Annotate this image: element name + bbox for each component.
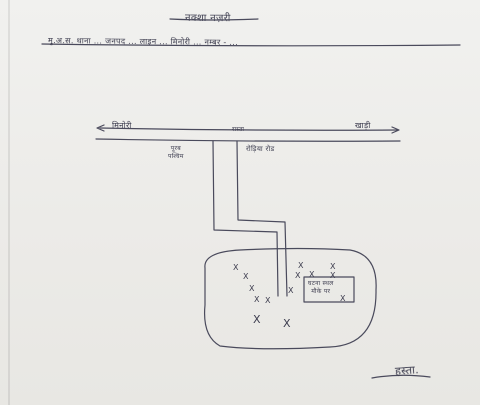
signature: हस्ता. <box>394 363 420 378</box>
field-mark: X <box>265 296 271 305</box>
field-mark: X <box>288 286 294 295</box>
field-mark: X <box>330 271 336 280</box>
road-arrow-left <box>96 124 105 132</box>
field-mark: X <box>340 294 346 303</box>
incident-box-label: घटना स्थल मौके पर <box>308 280 334 295</box>
lane-label-left: पूरब पश्चिम <box>168 145 184 160</box>
center-mark: X <box>253 313 261 326</box>
field-mark: X <box>330 262 336 271</box>
paper-fold-shadow <box>8 0 10 405</box>
signature-underline <box>371 374 431 379</box>
field-mark: X <box>249 284 255 293</box>
lane-label-right: रोड़िया रोड <box>246 145 275 153</box>
field-boundary <box>203 247 377 350</box>
road-bottom-line <box>95 138 401 142</box>
field-mark: X <box>254 295 260 304</box>
subheading-underline <box>41 43 461 47</box>
field-mark: X <box>243 272 249 281</box>
road-top-line <box>99 127 399 131</box>
road-arrow-right <box>391 126 400 134</box>
lane-left-outer <box>212 140 279 297</box>
field-mark: X <box>233 263 239 272</box>
lane-left-inner <box>236 140 288 297</box>
field-mark: X <box>298 261 304 270</box>
heading-underline <box>169 18 259 21</box>
road-label-right: खाड़ी <box>355 121 371 130</box>
field-mark: X <box>309 270 315 279</box>
incident-box <box>303 276 355 303</box>
road-label-center: रास्ता <box>232 126 245 133</box>
road-label-left: मिनोरी <box>112 121 132 130</box>
center-mark: X <box>283 317 291 330</box>
field-mark: X <box>295 271 301 280</box>
